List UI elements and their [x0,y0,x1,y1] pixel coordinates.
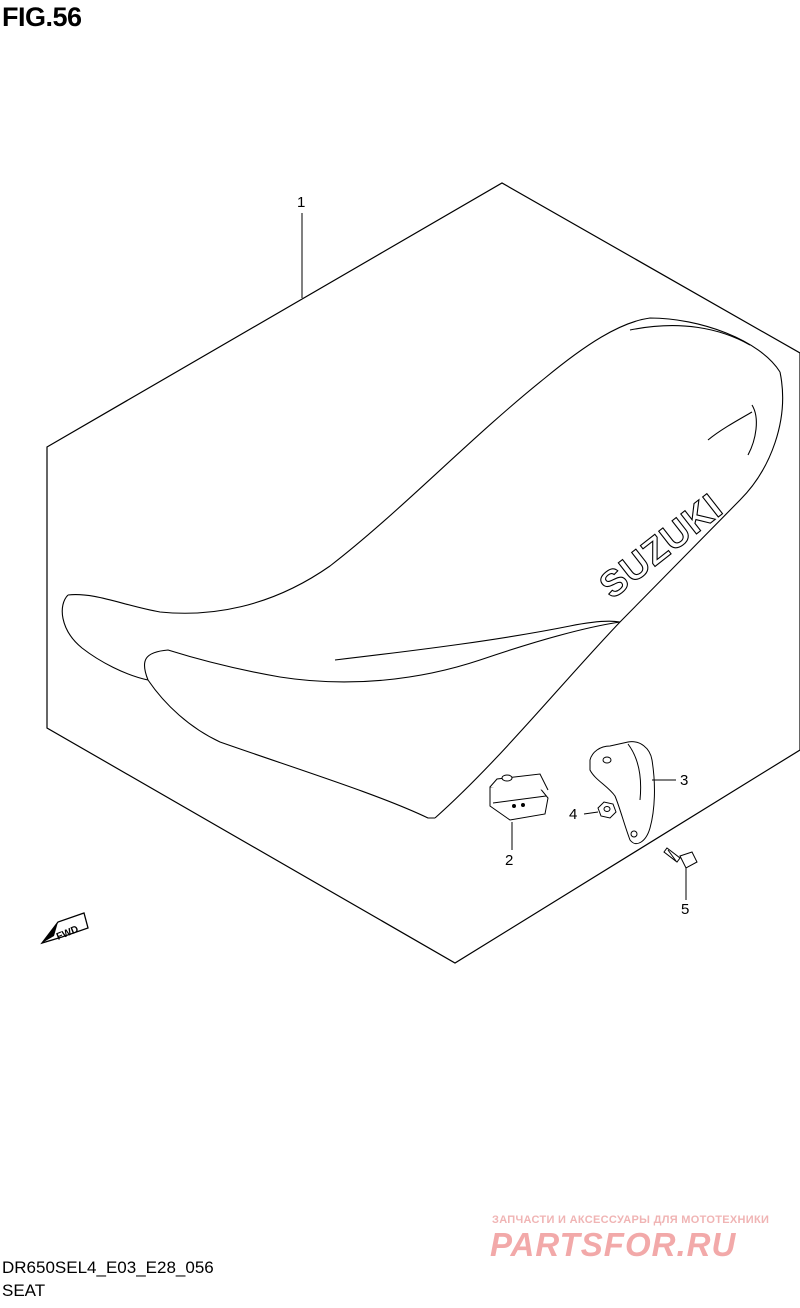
callout-4: 4 [569,806,578,823]
seat-front-inner [143,621,621,683]
seat-front-nose [61,594,149,681]
seat-rear-inner [707,411,753,441]
arrow-left-icon [40,912,89,945]
section-name: SEAT [2,1281,46,1300]
seat-mid-crease [334,620,621,661]
leader-line-4 [583,811,599,815]
assembly-outline [46,182,800,964]
watermark-tagline: ЗАПЧАСТИ И АКСЕССУАРЫ ДЛЯ МОТОТЕХНИКИ [492,1214,770,1226]
figure-title: FIG.56 [2,2,82,32]
seat-side-edge [434,371,784,819]
model-code: DR650SEL4_E03_E28_056 [2,1258,214,1277]
nut-part [597,801,617,819]
callout-1: 1 [297,194,306,211]
seat [61,317,784,819]
seat-top-contour [67,317,781,614]
seat-top-crease [629,325,751,346]
bracket-part [589,741,655,844]
cushion-part [489,773,549,821]
seat-rear-crease [747,404,757,456]
bolt-part [663,847,698,869]
seat-base-line [147,679,435,819]
callout-5: 5 [681,901,690,918]
seat-logo: SUZUKI [592,486,731,607]
callout-2: 2 [505,852,514,869]
watermark-brand: PARTSFOR.RU [490,1226,737,1263]
callout-3: 3 [680,772,689,789]
